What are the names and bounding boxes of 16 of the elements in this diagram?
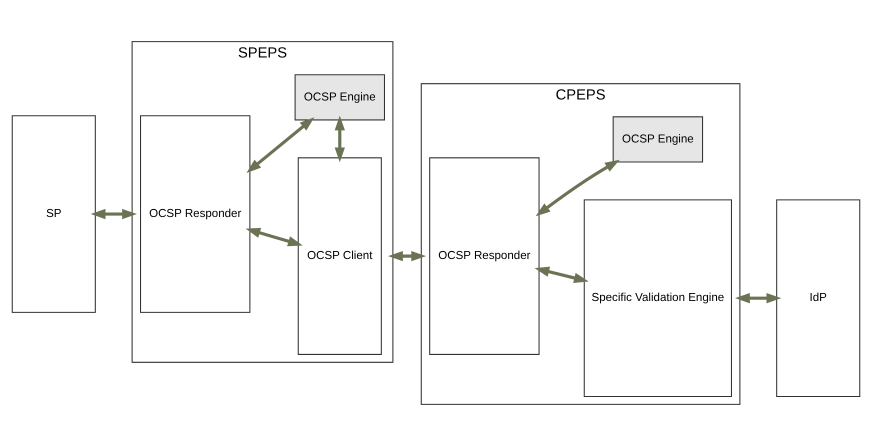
arrow xyxy=(334,115,345,162)
node-box: OCSP Engine xyxy=(612,116,704,162)
node-box: IdP xyxy=(776,198,860,397)
arrow xyxy=(534,266,589,282)
arrow xyxy=(388,250,426,261)
node-box: OCSP Engine xyxy=(294,74,385,120)
node-box: Specific Validation Engine xyxy=(584,198,732,397)
arrow xyxy=(90,208,137,219)
arrow xyxy=(246,116,314,172)
node-box: OCSP Responder xyxy=(429,156,540,354)
arrow xyxy=(536,159,620,216)
node-box: SP xyxy=(12,114,96,312)
node-box: OCSP Responder xyxy=(140,114,250,312)
arrow xyxy=(735,292,782,303)
arrow xyxy=(246,227,303,246)
node-box: OCSP Client xyxy=(298,156,382,354)
